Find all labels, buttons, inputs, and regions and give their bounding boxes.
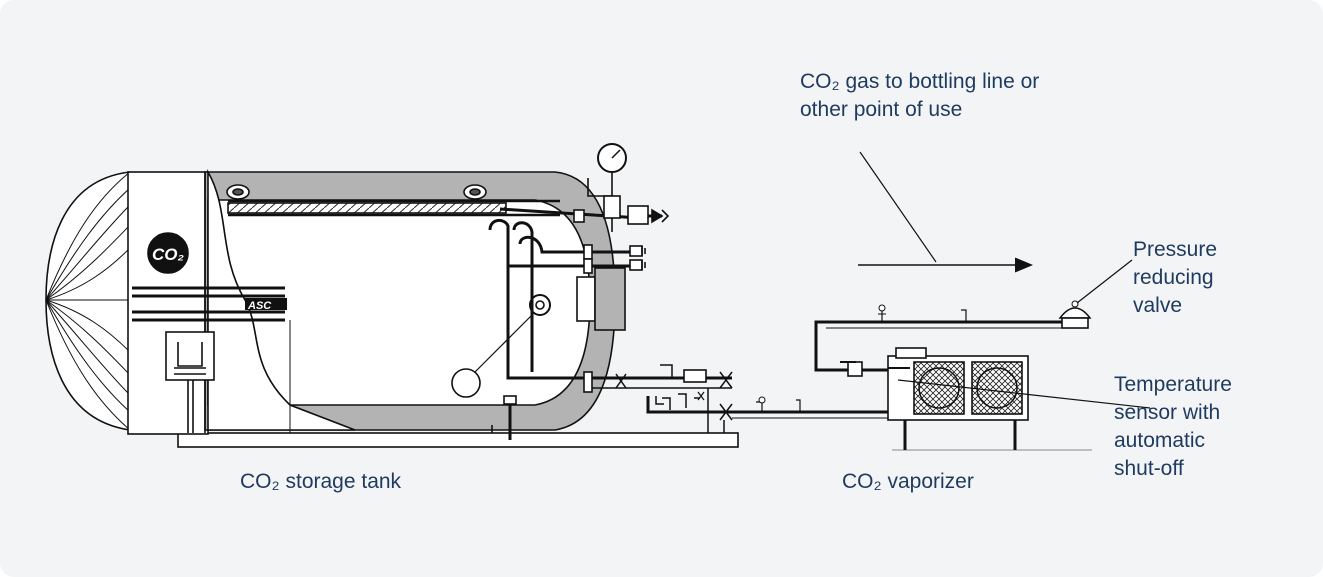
co2-vaporizer <box>887 347 1092 451</box>
vaporizer-label: CO₂ vaporizer <box>842 470 974 493</box>
tank-head-plate <box>127 171 209 435</box>
gas-line-label: CO₂ gas to bottling line or other point … <box>800 70 1040 121</box>
co2-storage-tank: ASC CO₂ <box>45 143 892 448</box>
tank-end-cap-ribs <box>45 171 131 431</box>
valve-leader <box>1076 259 1133 304</box>
gas-outlet-line <box>814 300 1092 377</box>
tank-base-skid <box>177 432 739 448</box>
vaporizer-fan-left <box>913 361 965 415</box>
tank-end-cap <box>45 171 131 431</box>
gas-line-leader <box>859 151 937 263</box>
vaporizer-fan-right <box>971 361 1023 415</box>
tank-stripe-text: ASC <box>247 300 272 312</box>
tank-control-box <box>165 331 215 381</box>
pressure-valve-label: Pressure reducing valve <box>1133 238 1218 317</box>
interior-float <box>451 368 481 398</box>
pressure-reducing-valve <box>1058 300 1092 329</box>
storage-tank-label: CO₂ storage tank <box>240 470 402 493</box>
tank-stripes <box>132 286 285 322</box>
tank-side-panel <box>576 276 596 322</box>
co2-badge-text: CO₂ <box>152 245 185 264</box>
sensor-leader <box>897 379 1151 409</box>
refrigeration-coil <box>227 202 507 214</box>
temperature-sensor-label: Temperature sensor with automatic shut-o… <box>1114 373 1232 480</box>
co2-badge <box>147 232 189 274</box>
annotation-lines <box>858 151 1151 409</box>
